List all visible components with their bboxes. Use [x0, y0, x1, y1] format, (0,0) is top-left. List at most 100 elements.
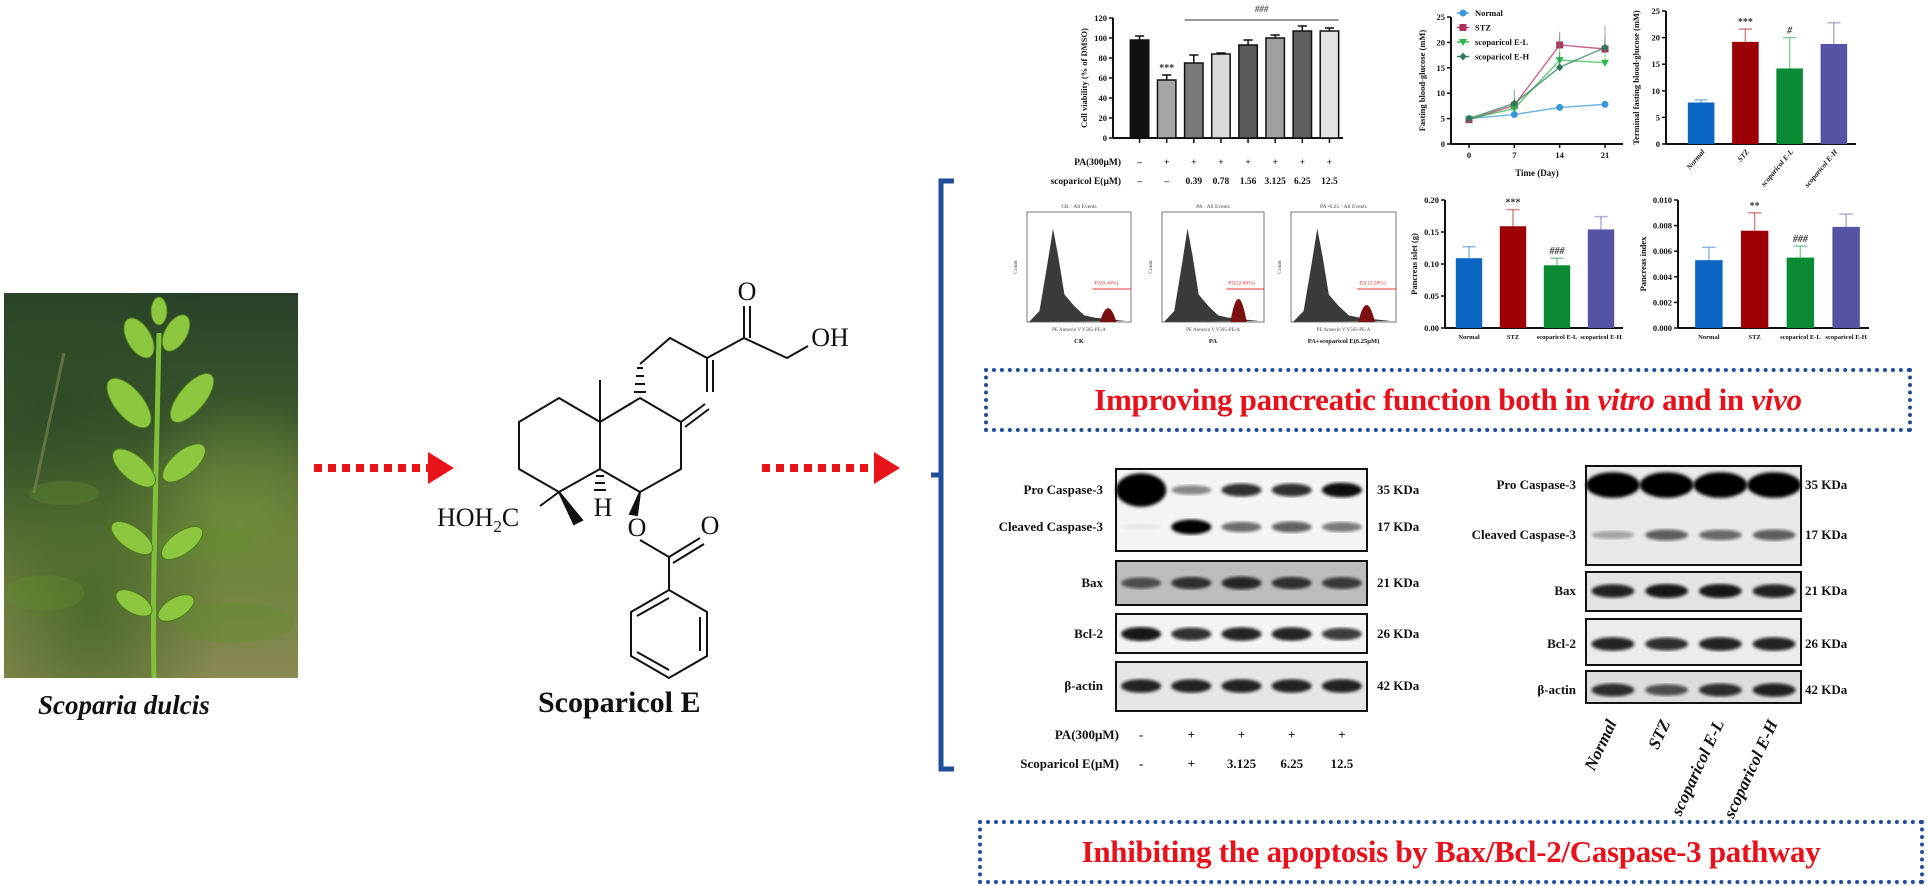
condition-value: +	[1327, 158, 1332, 168]
y-tick-label: 25	[1437, 12, 1446, 22]
protein-band	[1271, 521, 1312, 533]
bar	[1238, 44, 1259, 139]
results-bracket	[931, 178, 954, 772]
y-axis-label: Fasting blood-glucose (mM)	[1417, 30, 1427, 132]
molecular-weight-label: 42 KDa	[1377, 678, 1420, 693]
x-tick-label: 0	[1467, 150, 1471, 160]
protein-band	[1221, 627, 1262, 641]
y-tick-label: 0.15	[1424, 227, 1439, 237]
category-label: STZ	[1735, 147, 1751, 163]
y-tick-label: 0.006	[1653, 246, 1672, 256]
histogram-area	[1029, 228, 1126, 322]
y-tick-label: 100	[1094, 33, 1107, 43]
y-tick-label: 0	[1441, 139, 1445, 149]
gate-label: P2(22.86%)	[1228, 280, 1255, 287]
y-tick-label: 0.010	[1653, 195, 1672, 205]
bar	[1832, 226, 1860, 328]
data-point	[1510, 99, 1518, 108]
y-tick-label: 15	[1437, 63, 1446, 73]
protein-band	[1321, 627, 1362, 641]
panel-title: PA+6.25 · All Events	[1320, 204, 1367, 210]
condition-value: +	[1188, 727, 1195, 742]
protein-band	[1747, 472, 1801, 498]
lane-label: Normal	[1580, 716, 1621, 774]
condition-row-label: scoparicol E(μM)	[1050, 176, 1121, 187]
lane-label: scoparicol E-H	[1719, 716, 1782, 822]
x-axis-label: PE Annexin V Y585-PE-A	[1052, 328, 1106, 333]
protein-label: Bax	[1081, 575, 1103, 590]
y-tick-label: 0.002	[1653, 297, 1672, 307]
category-label: scoparicol E-L	[1537, 334, 1578, 341]
bar	[1695, 260, 1723, 328]
protein-band	[1271, 627, 1312, 641]
protein-band	[1752, 584, 1796, 598]
data-point	[1601, 43, 1609, 52]
bar	[1776, 68, 1803, 144]
atom-o-carbonyl: O	[701, 511, 720, 540]
protein-label: β-actin	[1064, 678, 1103, 693]
condition-label: PA	[1209, 338, 1217, 345]
bar	[1543, 265, 1571, 328]
y-axis-label: Count	[1148, 260, 1154, 274]
data-point	[1459, 39, 1467, 46]
x-tick-label: 21	[1601, 150, 1610, 160]
gate-label: P2(8.44%)	[1095, 280, 1119, 287]
scoparicol-e-structure	[518, 306, 809, 680]
condition-value: +	[1245, 158, 1250, 168]
data-point	[1510, 105, 1519, 113]
y-axis-label: Count	[1277, 260, 1283, 274]
x-axis-label: Time (Day)	[1515, 168, 1559, 178]
data-point	[1601, 100, 1609, 108]
condition-value: +	[1338, 727, 1345, 742]
bar	[1732, 41, 1759, 144]
molecular-weight-label: 21 KDa	[1377, 575, 1420, 590]
protein-band	[1591, 683, 1635, 697]
condition-value: -	[1139, 756, 1143, 771]
condition-value: 6.25	[1294, 177, 1311, 187]
protein-label: Pro Caspase-3	[1496, 477, 1576, 492]
protein-band	[1221, 521, 1262, 533]
y-tick-label: 0.20	[1424, 195, 1439, 205]
data-point	[1459, 52, 1467, 61]
y-tick-label: 10	[1652, 86, 1661, 96]
ring-b	[599, 396, 682, 494]
protein-label: Bcl-2	[1074, 626, 1103, 641]
molecular-weight-label: 42 KDa	[1805, 682, 1848, 697]
atom-h: H	[594, 493, 613, 522]
protein-band	[1116, 473, 1167, 507]
y-tick-label: 0.10	[1424, 259, 1439, 269]
headline-inhibiting-apoptosis: Inhibiting the apoptosis by Bax/Bcl-2/Ca…	[978, 820, 1924, 884]
lane-label: scoparicol E-L	[1667, 717, 1728, 820]
y-tick-label: 5	[1441, 114, 1445, 124]
y-tick-label: 60	[1099, 73, 1108, 83]
condition-value: 3.125	[1265, 177, 1287, 187]
category-label: Normal	[1458, 334, 1479, 341]
protein-band	[1591, 584, 1635, 598]
protein-band	[1171, 576, 1212, 590]
condition-value: +	[1218, 158, 1223, 168]
molecular-weight-label: 26 KDa	[1377, 626, 1420, 641]
molecular-weight-label: 17 KDa	[1377, 519, 1420, 534]
x-tick-label: 7	[1512, 150, 1517, 160]
y-axis-label: Pancreas index	[1638, 236, 1648, 292]
protein-label: Cleaved Caspase-3	[999, 519, 1104, 534]
y-tick-label: 0	[1103, 133, 1107, 143]
significance-label: ###	[1549, 246, 1566, 257]
headline-text-mid: and in	[1654, 382, 1752, 417]
protein-band	[1752, 637, 1796, 651]
condition-value: -	[1139, 727, 1143, 742]
legend-label: Normal	[1475, 8, 1503, 18]
y-tick-label: 25	[1652, 6, 1661, 16]
protein-band	[1121, 679, 1162, 693]
y-tick-label: 5	[1656, 112, 1660, 122]
protein-band	[1586, 472, 1640, 498]
legend-label: scoparicol E-H	[1475, 52, 1529, 62]
